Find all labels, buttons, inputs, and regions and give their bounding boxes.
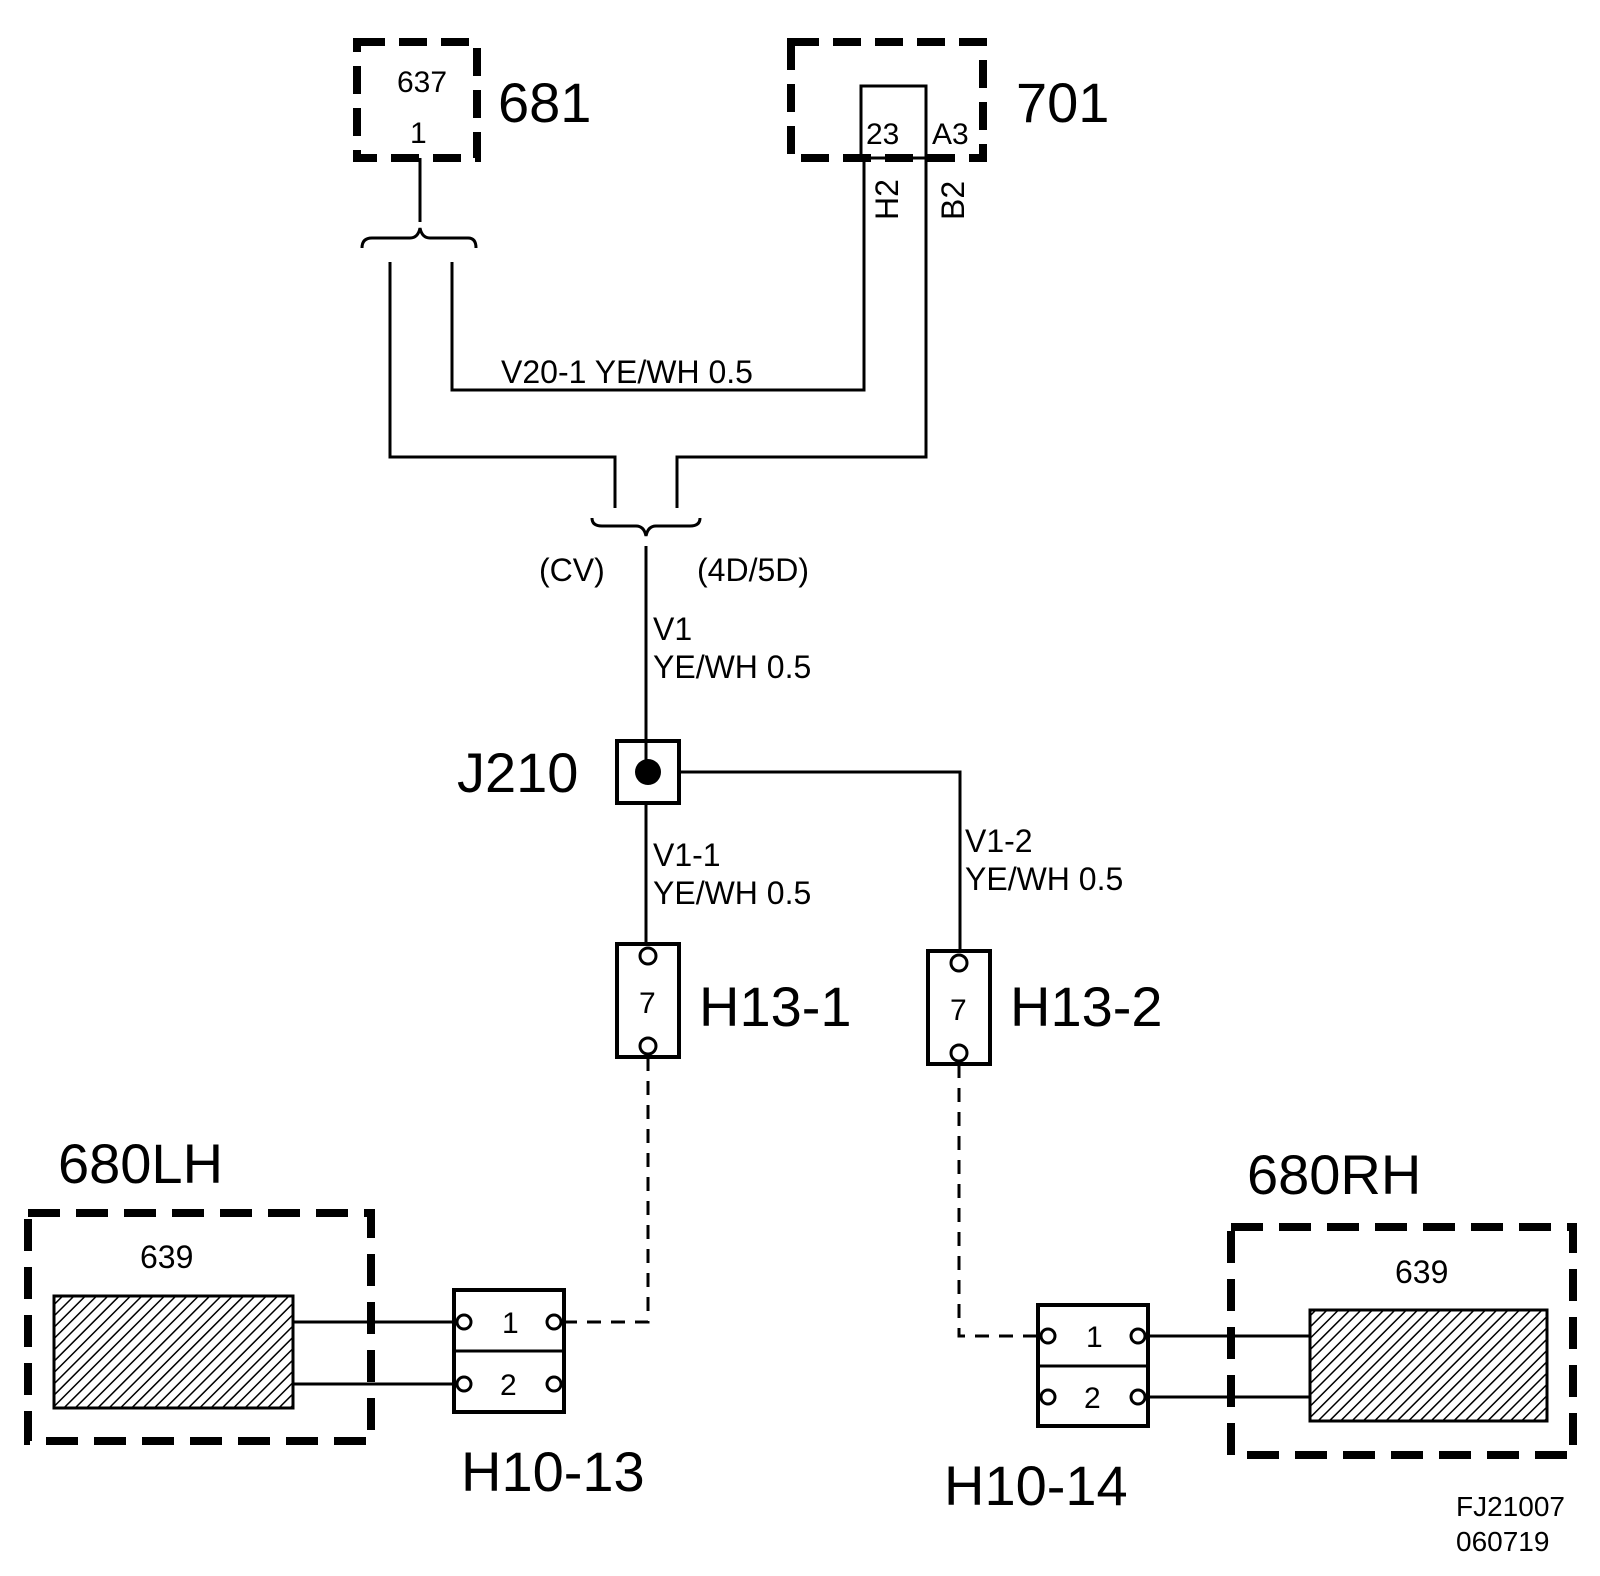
component-680rh: 680RH 639 bbox=[1227, 1143, 1577, 1459]
wire-4d5d-branch bbox=[675, 156, 928, 508]
component-701-connector-block bbox=[859, 84, 928, 160]
wire-v20-1 bbox=[450, 156, 866, 392]
connector-h10-14-pin2-right bbox=[1129, 1388, 1147, 1406]
connector-h13-2: 7 H13-2 bbox=[926, 949, 1163, 1066]
rh-wiring bbox=[1145, 1334, 1310, 1399]
component-680rh-inner-code: 639 bbox=[1395, 1254, 1448, 1290]
connector-h13-1-label: H13-1 bbox=[699, 975, 852, 1038]
connector-h10-13: 1 2 H10-13 bbox=[452, 1288, 645, 1503]
connector-h13-1-pin: 7 bbox=[639, 987, 656, 1020]
connector-h10-14-pin1-left bbox=[1039, 1327, 1057, 1345]
connector-h10-13-label: H10-13 bbox=[461, 1440, 645, 1503]
component-701: 23 A3 701 H2 B2 bbox=[787, 38, 1109, 220]
connector-h10-14-pin-1: 1 bbox=[1086, 1321, 1103, 1354]
splice-j210: J210 bbox=[457, 739, 681, 805]
connector-h10-13-pin-2: 2 bbox=[500, 1369, 517, 1402]
variant-4d5d-label: (4D/5D) bbox=[697, 552, 809, 588]
lh-wiring bbox=[293, 1320, 457, 1386]
component-680lh-inner-code: 639 bbox=[140, 1239, 193, 1275]
connector-h10-14-pin2-left bbox=[1039, 1388, 1057, 1406]
wire-v1-1-spec: YE/WH 0.5 bbox=[653, 875, 811, 911]
connector-h13-1-bottom-terminal bbox=[638, 1036, 658, 1056]
wire-v1-1-id: V1-1 bbox=[653, 837, 721, 873]
component-680rh-label: 680RH bbox=[1247, 1143, 1421, 1206]
wire-v1-2 bbox=[679, 770, 962, 950]
component-680rh-element bbox=[1308, 1308, 1549, 1423]
component-680lh-label: 680LH bbox=[58, 1132, 223, 1195]
component-680rh-dashed-box bbox=[1227, 1223, 1577, 1459]
connector-h13-2-label: H13-2 bbox=[1010, 975, 1163, 1038]
wire-v20-1-label: V20-1 YE/WH 0.5 bbox=[501, 354, 753, 390]
connector-h10-14-pin-2: 2 bbox=[1084, 1382, 1101, 1415]
component-681-label: 681 bbox=[498, 71, 591, 134]
mid-wiring bbox=[644, 770, 962, 950]
connector-h10-13-pin2-right bbox=[545, 1375, 563, 1393]
wire-v1-2-spec: YE/WH 0.5 bbox=[965, 861, 1123, 897]
connector-h10-14: 1 2 H10-14 bbox=[944, 1303, 1150, 1517]
component-680lh: 680LH 639 bbox=[24, 1132, 375, 1445]
wire-v1-2-id: V1-2 bbox=[965, 823, 1033, 859]
connector-h13-1-top-terminal bbox=[638, 946, 658, 966]
connector-h13-2-pin: 7 bbox=[950, 994, 967, 1027]
connector-h10-13-pin-1: 1 bbox=[502, 1307, 519, 1340]
dashed-link-h13-2-to-h10-14 bbox=[957, 1064, 1038, 1338]
component-701-label: 701 bbox=[1016, 71, 1109, 134]
wire-cv-branch bbox=[388, 262, 617, 508]
splice-j210-label: J210 bbox=[457, 741, 578, 804]
wire-v1-id: V1 bbox=[653, 611, 692, 647]
wire-cavity-h2: H2 bbox=[869, 179, 905, 220]
component-701-pin-23: 23 bbox=[866, 118, 899, 151]
wire-cavity-b2: B2 bbox=[935, 181, 971, 220]
connector-h10-14-pin1-right bbox=[1129, 1327, 1147, 1345]
brace-variant bbox=[590, 517, 702, 537]
connector-h10-13-pin2-left bbox=[455, 1375, 473, 1393]
brace-681 bbox=[360, 227, 478, 249]
component-681-dashed-box bbox=[353, 38, 481, 162]
component-701-pin-a3: A3 bbox=[932, 118, 969, 151]
connector-h13-1: 7 H13-1 bbox=[615, 942, 852, 1059]
connector-h10-13-pin1-left bbox=[455, 1313, 473, 1331]
component-680lh-dashed-box bbox=[24, 1209, 375, 1445]
connector-h13-2-bottom-terminal bbox=[949, 1043, 969, 1063]
variant-cv-label: (CV) bbox=[539, 552, 605, 588]
wire-v1-spec: YE/WH 0.5 bbox=[653, 649, 811, 685]
drawing-date: 060719 bbox=[1456, 1526, 1549, 1557]
connector-h10-13-pin1-right bbox=[545, 1313, 563, 1331]
component-681-pin-1: 1 bbox=[410, 117, 427, 150]
component-681-inner-code: 637 bbox=[397, 66, 447, 99]
connector-h13-2-top-terminal bbox=[949, 953, 969, 973]
splice-j210-dot bbox=[635, 759, 661, 785]
component-681: 637 1 681 bbox=[353, 38, 591, 162]
component-680lh-element bbox=[52, 1294, 295, 1410]
connector-h10-14-label: H10-14 bbox=[944, 1454, 1128, 1517]
top-wiring bbox=[360, 156, 928, 770]
dashed-link-h13-1-to-h10-13 bbox=[563, 1057, 650, 1324]
dashed-links bbox=[563, 1057, 1038, 1338]
drawing-code: FJ21007 bbox=[1456, 1491, 1565, 1522]
